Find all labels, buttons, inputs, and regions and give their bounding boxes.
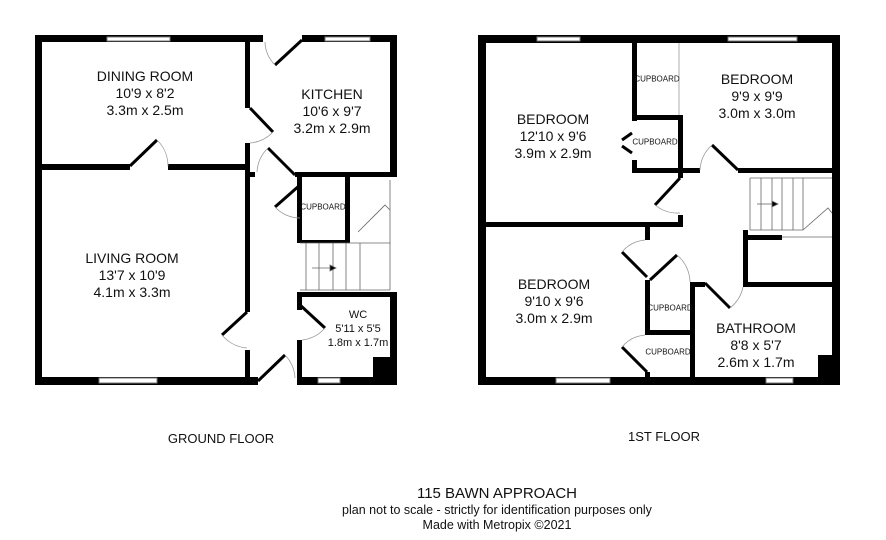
- first-floor-walls: [478, 35, 840, 385]
- room-label-bedroom-1: BEDROOM 12'10 x 9'6 3.9m x 2.9m: [514, 111, 591, 162]
- room-name: LIVING ROOM: [85, 250, 179, 266]
- room-dimensions-metric: 3.0m x 3.0m: [718, 105, 796, 121]
- ground-floor-doors: [128, 38, 327, 383]
- room-dimensions-metric: 3.9m x 2.9m: [514, 145, 592, 161]
- room-dimensions-metric: 4.1m x 3.3m: [93, 284, 171, 300]
- ground-floor-windows: [98, 36, 371, 384]
- room-name: DINING ROOM: [96, 68, 194, 84]
- first-floor-title: 1ST FLOOR: [627, 429, 701, 444]
- room-dimensions-metric: 3.2m x 2.9m: [293, 120, 371, 136]
- cupboard-label: CUPBOARD: [647, 303, 693, 313]
- room-name: BATHROOM: [716, 320, 796, 336]
- first-floor-stairs: [749, 177, 833, 238]
- ground-floor-title: GROUND FLOOR: [167, 431, 275, 446]
- first-floor-door-swings: [621, 43, 744, 348]
- room-dimensions-imperial: 10'9 x 8'2: [115, 85, 175, 101]
- room-dimensions-imperial: 13'7 x 10'9: [98, 267, 166, 283]
- room-label-bedroom-2: BEDROOM 9'9 x 9'9 3.0m x 3.0m: [718, 71, 795, 122]
- room-dimensions-metric: 3.0m x 2.9m: [515, 310, 593, 326]
- cupboard-label: CUPBOARD: [300, 202, 346, 212]
- room-name: BEDROOM: [720, 71, 794, 87]
- room-label-dining-room: DINING ROOM 10'9 x 8'2 3.3m x 2.5m: [97, 68, 193, 119]
- room-label-kitchen: KITCHEN 10'6 x 9'7 3.2m x 2.9m: [293, 86, 370, 137]
- first-floor-windows: [536, 36, 798, 384]
- room-name: WC: [348, 309, 368, 321]
- first-floor-doors: [620, 131, 740, 374]
- room-label-bathroom: BATHROOM 8'8 x 5'7 2.6m x 1.7m: [716, 320, 796, 371]
- room-dimensions-imperial: 12'10 x 9'6: [519, 128, 587, 144]
- room-dimensions-imperial: 9'9 x 9'9: [731, 88, 783, 104]
- credit: Made with Metropix ©2021: [422, 518, 572, 532]
- ground-floor-stairs: [300, 180, 391, 291]
- room-label-living-room: LIVING ROOM 13'7 x 10'9 4.1m x 3.3m: [85, 250, 178, 301]
- room-label-wc: WC 5'11 x 5'5 1.8m x 1.7m: [328, 308, 389, 350]
- room-name: BEDROOM: [517, 276, 591, 292]
- room-dimensions-imperial: 8'8 x 5'7: [730, 337, 782, 353]
- room-dimensions-metric: 1.8m x 1.7m: [327, 337, 389, 349]
- property-address: 115 BAWN APPROACH: [416, 485, 578, 502]
- room-name: BEDROOM: [516, 111, 590, 127]
- cupboard-label: CUPBOARD: [634, 74, 680, 84]
- room-dimensions-metric: 3.3m x 2.5m: [106, 102, 184, 118]
- room-dimensions-imperial: 10'6 x 9'7: [302, 103, 362, 119]
- room-dimensions-metric: 2.6m x 1.7m: [717, 354, 795, 370]
- ground-floor-door-swings: [156, 41, 326, 379]
- footer: 115 BAWN APPROACH plan not to scale - st…: [342, 485, 652, 533]
- disclaimer: plan not to scale - strictly for identif…: [342, 503, 652, 517]
- cupboard-label: CUPBOARD: [645, 347, 691, 357]
- cupboard-label: CUPBOARD: [632, 137, 678, 147]
- room-dimensions-imperial: 5'11 x 5'5: [335, 323, 381, 335]
- room-name: KITCHEN: [301, 86, 363, 102]
- room-label-bedroom-3: BEDROOM 9'10 x 9'6 3.0m x 2.9m: [515, 276, 592, 327]
- room-dimensions-imperial: 9'10 x 9'6: [524, 293, 584, 309]
